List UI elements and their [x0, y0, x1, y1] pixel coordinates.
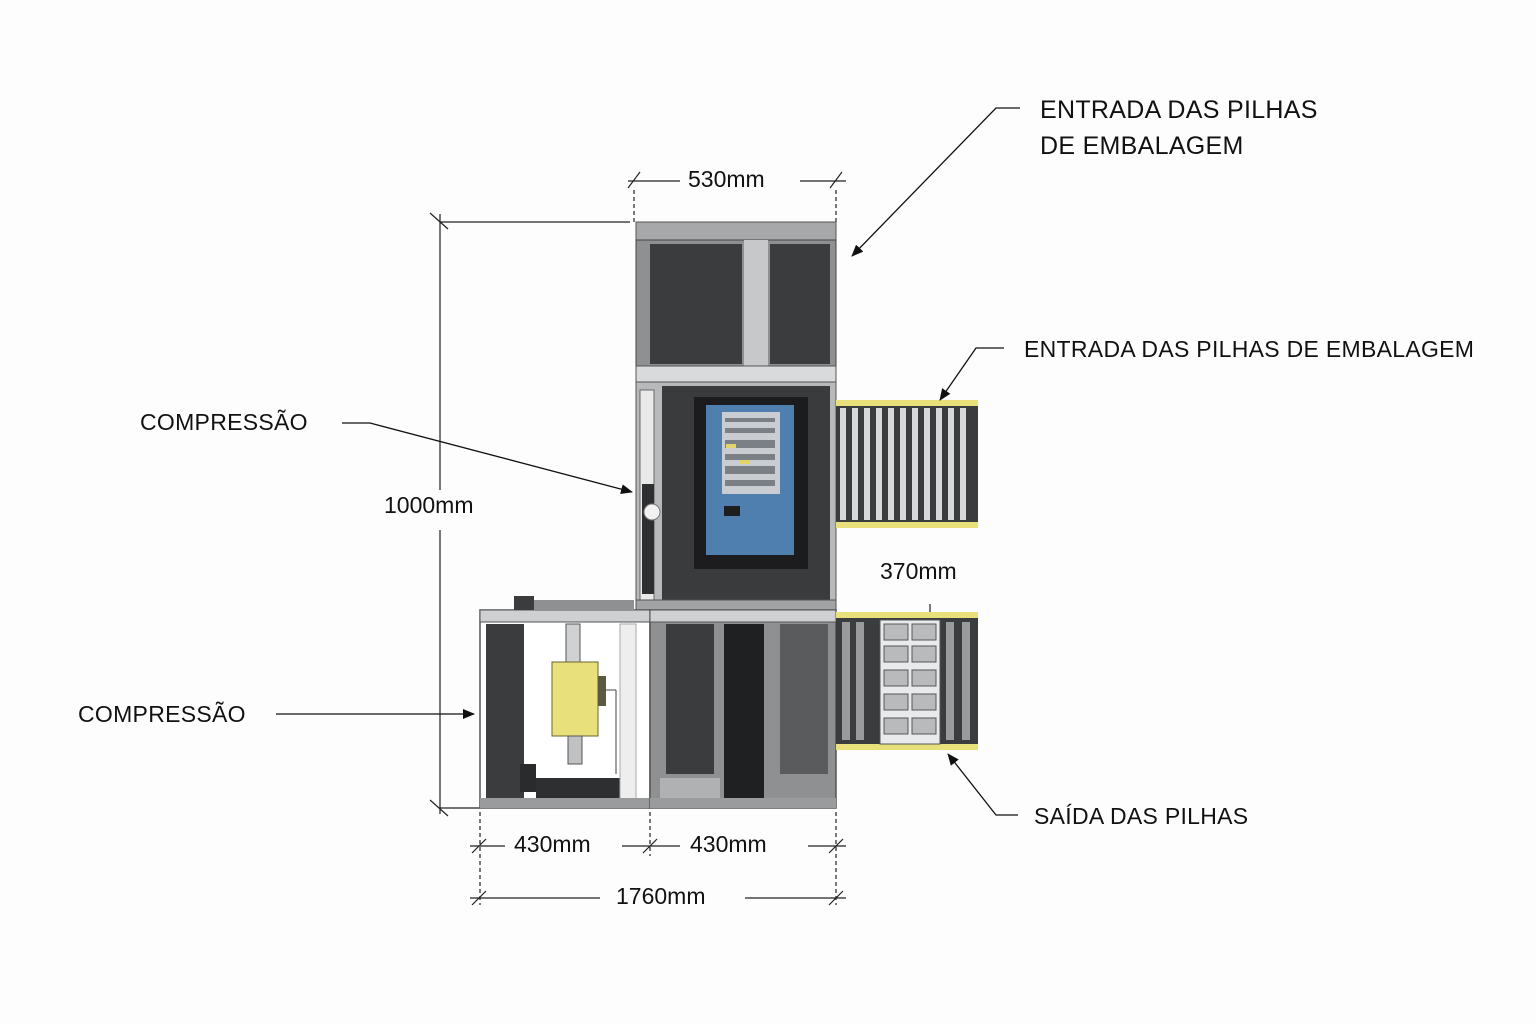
control-cabinet — [635, 381, 837, 613]
dim-top-width: 530mm — [682, 166, 771, 193]
label-top-inlet: ENTRADA DAS PILHAS DE EMBALAGEM — [1040, 92, 1318, 165]
upper-cabinet — [635, 221, 837, 383]
arrow-top-inlet — [851, 107, 1020, 257]
label-top-inlet-line1: ENTRADA DAS PILHAS — [1040, 96, 1318, 124]
arrow-mid-inlet — [939, 347, 1004, 401]
discharge-module — [649, 609, 837, 809]
dimension-lines — [429, 171, 931, 906]
label-compression-lower: COMPRESSÃO — [78, 701, 246, 727]
dim-height: 1000mm — [378, 492, 480, 519]
dim-right-module: 430mm — [684, 831, 773, 858]
inlet-conveyor — [836, 400, 978, 528]
leader-lines — [276, 107, 1020, 816]
dim-conveyor-gap: 370mm — [874, 558, 963, 585]
compression-module — [479, 596, 651, 809]
arrow-compression-upper — [342, 422, 633, 495]
dim-left-module: 430mm — [508, 831, 597, 858]
label-exit: SAÍDA DAS PILHAS — [1034, 803, 1249, 829]
label-compression-upper: COMPRESSÃO — [140, 409, 308, 435]
label-mid-inlet: ENTRADA DAS PILHAS DE EMBALAGEM — [1024, 336, 1475, 362]
arrow-exit — [947, 753, 1018, 816]
outlet-conveyor — [836, 612, 978, 750]
dim-total-width: 1760mm — [610, 883, 712, 910]
label-top-inlet-line2: DE EMBALAGEM — [1040, 132, 1244, 161]
